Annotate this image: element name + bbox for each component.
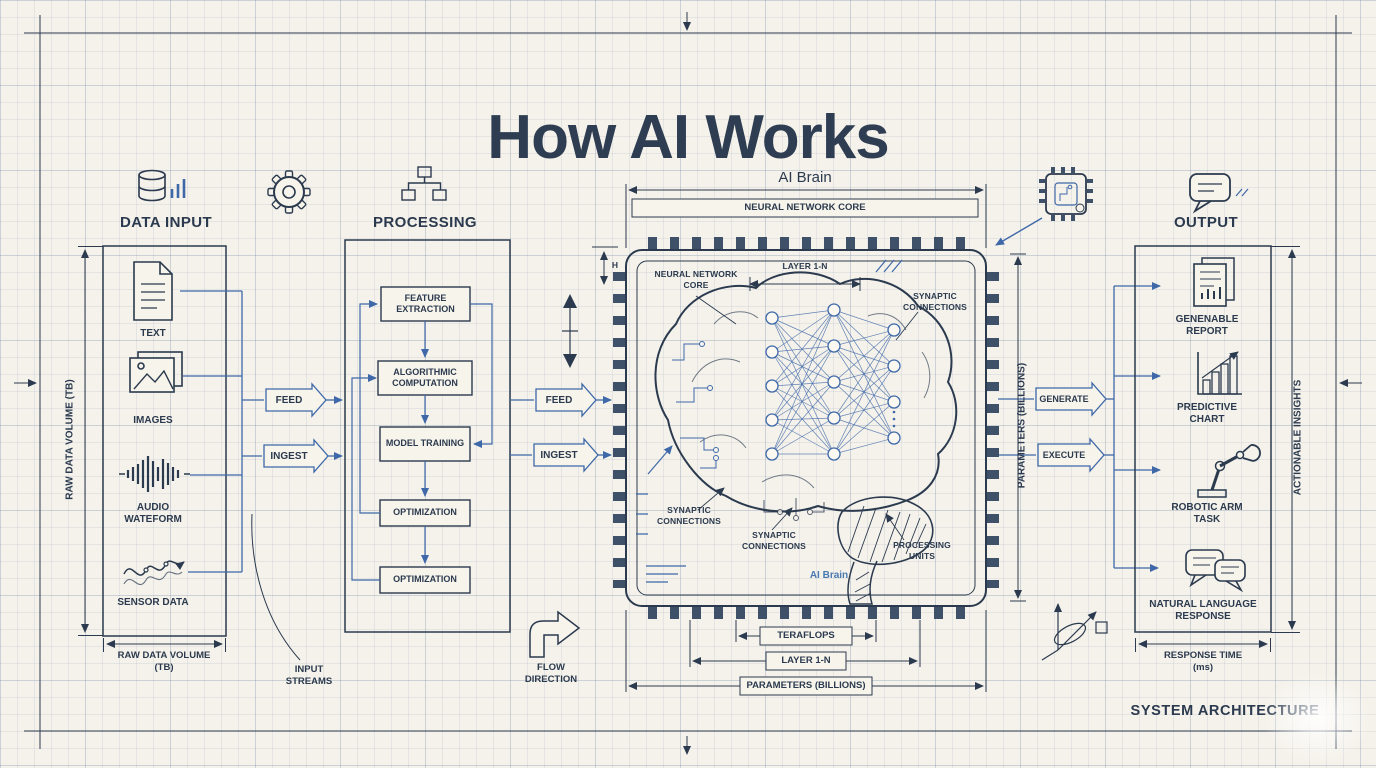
dim-response-time: RESPONSE TIME (ms) — [1163, 650, 1243, 673]
data-input-section — [78, 169, 301, 661]
output-item-label: NATURAL LANGUAGE RESPONSE — [1149, 599, 1257, 622]
label-synaptic-connections: SYNAPTIC CONNECTIONS — [903, 291, 967, 312]
dim-raw-data-volume-bottom: RAW DATA VOLUME (TB) — [117, 650, 211, 673]
flow-step: OPTIMIZATION — [393, 574, 457, 585]
annotation-input-streams: INPUT STREAMS — [285, 664, 333, 687]
circuit-traces-dark — [763, 498, 825, 521]
section-header-output: OUTPUT — [1173, 214, 1239, 231]
cpu-icon — [1039, 167, 1093, 221]
flow-step: FEATURE EXTRACTION — [396, 292, 455, 314]
arrow-label-ingest: INGEST — [270, 450, 308, 462]
arrow-label-generate: GENERATE — [1039, 394, 1089, 404]
gear-icon — [267, 170, 311, 214]
section-header-ai-brain: AI Brain — [778, 169, 832, 186]
page-title: How AI Works — [487, 102, 889, 172]
dim-parameters-billions-right: PARAMETERS (BILLIONS) — [1016, 362, 1028, 489]
flow-block-arrows — [263, 282, 1161, 572]
database-icon — [138, 169, 186, 202]
processing-section — [267, 166, 581, 658]
output-dimensions — [1135, 246, 1300, 652]
audio-waveform-icon — [119, 456, 190, 492]
dim-h-label: H — [611, 260, 619, 270]
ai-chip — [562, 184, 1026, 696]
dim-raw-data-volume-left: RAW DATA VOLUME (TB) — [64, 379, 76, 500]
chat-icon — [1189, 173, 1249, 214]
dim-layer-1-n-bottom: LAYER 1-N — [781, 655, 831, 667]
footer-system-architecture: SYSTEM ARCHITECTURE — [1130, 703, 1320, 719]
output-item-label: GENENABLE REPORT — [1175, 314, 1239, 337]
label-synaptic-connections: SYNAPTIC CONNECTIONS — [742, 530, 806, 551]
flow-step: ALGORITHMIC COMPUTATION — [392, 366, 458, 388]
chat-bubbles-icon — [1185, 549, 1246, 593]
flowchart-icon — [401, 166, 447, 201]
circuit-traces — [672, 341, 719, 469]
dim-parameters-billions-bottom: PARAMETERS (BILLIONS) — [746, 680, 866, 692]
label-ai-brain-small: AI Brain — [809, 570, 849, 581]
input-item-label: IMAGES — [133, 415, 173, 426]
chip-right-dimension — [1010, 253, 1026, 602]
report-icon — [1193, 257, 1235, 307]
sensor-data-icon — [123, 560, 185, 586]
arrow-label-ingest: INGEST — [540, 449, 578, 461]
label-layer-1-n: LAYER 1-N — [782, 261, 828, 271]
robot-arm-icon — [1197, 444, 1261, 498]
dim-teraflops: TERAFLOPS — [777, 630, 835, 642]
input-item-label: TEXT — [140, 328, 166, 339]
section-header-data-input: DATA INPUT — [119, 214, 213, 231]
brain-illustration — [654, 271, 958, 605]
flow-step: MODEL TRAINING — [385, 438, 465, 449]
dimension-symbols — [562, 246, 618, 368]
output-item-label: ROBOTIC ARM TASK — [1171, 502, 1243, 525]
arrow-label-execute: EXECUTE — [1042, 450, 1086, 460]
label-synaptic-connections: SYNAPTIC CONNECTIONS — [657, 505, 721, 526]
annotation-flow-direction: FLOW DIRECTION — [524, 662, 578, 685]
processing-flowchart — [351, 286, 493, 594]
dim-neural-network-core: NEURAL NETWORK CORE — [744, 202, 866, 214]
arrow-label-feed: FEED — [275, 394, 303, 406]
chart-icon — [1197, 351, 1242, 395]
images-icon — [129, 351, 183, 393]
label-processing-units: PROCESSING UNITS — [893, 540, 951, 561]
flow-step: OPTIMIZATION — [393, 507, 457, 518]
dim-actionable-insights: ACTIONABLE INSIGHTS — [1292, 379, 1304, 496]
arrow-label-feed: FEED — [545, 394, 573, 406]
section-header-processing: PROCESSING — [372, 214, 478, 231]
input-dimensions — [78, 246, 301, 661]
axes-gizmo-icon — [1041, 603, 1108, 661]
input-item-label: SENSOR DATA — [117, 597, 189, 608]
text-document-icon — [133, 261, 173, 321]
output-item-label: PREDICTIVE CHART — [1176, 402, 1237, 425]
input-connectors — [180, 290, 264, 573]
output-section — [1134, 245, 1300, 652]
flow-direction-icon — [529, 610, 581, 658]
chip-top-dimension — [625, 184, 987, 248]
label-neural-network-core: NEURAL NETWORK CORE — [654, 269, 738, 290]
neural-network — [765, 303, 901, 461]
chip-bottom-dimensions — [625, 610, 987, 696]
input-item-label: AUDIO WATEFORM — [124, 502, 182, 525]
chip-annotations — [636, 259, 919, 583]
